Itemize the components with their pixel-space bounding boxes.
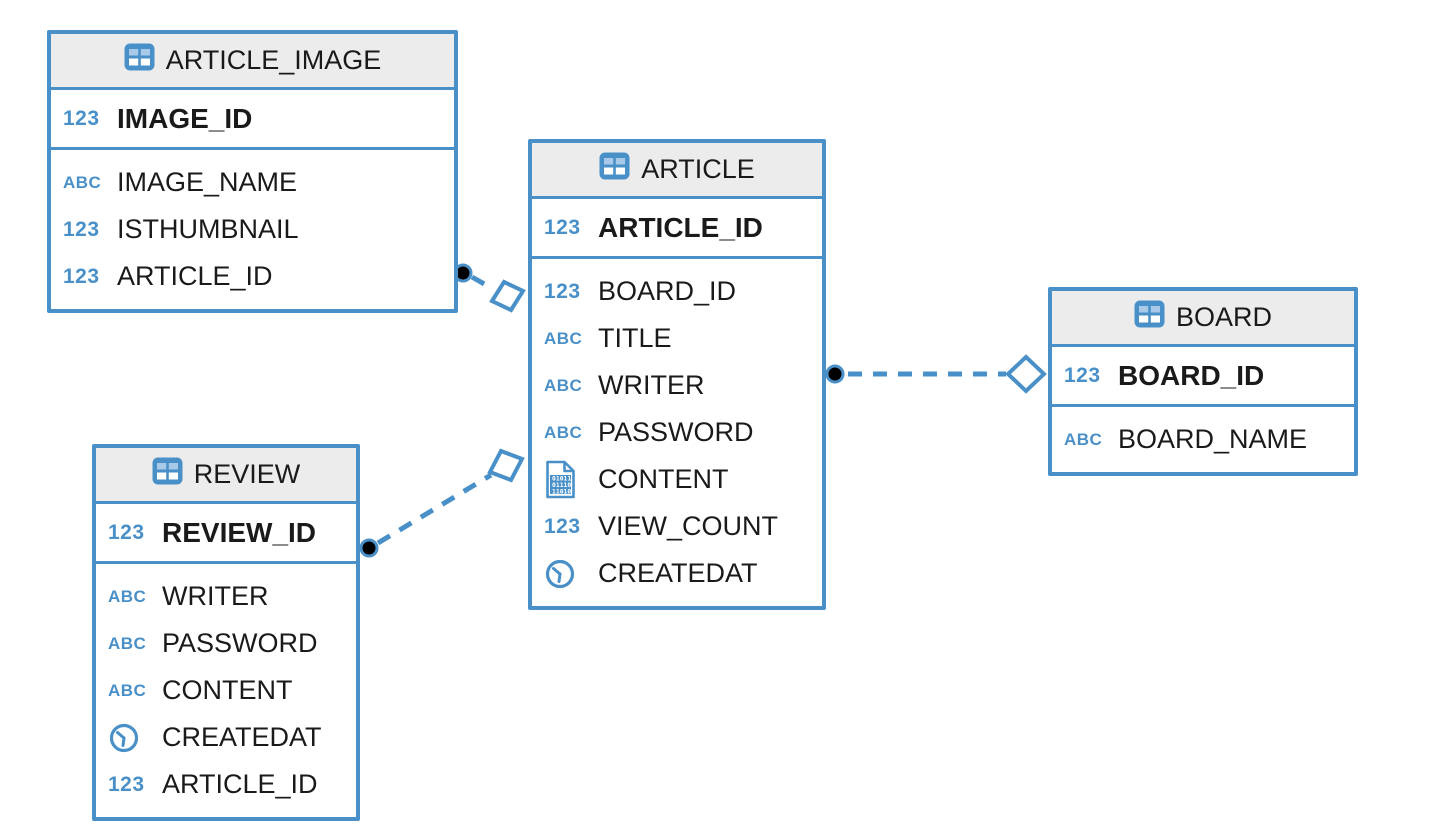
entity-title: REVIEW (193, 459, 301, 489)
column-row[interactable]: 123 ARTICLE_ID (51, 253, 454, 300)
entity-title: ARTICLE_IMAGE (165, 45, 382, 75)
entity-title: ARTICLE (641, 154, 755, 184)
datetime-type-icon (109, 723, 139, 752)
entity-article[interactable]: ARTICLE 123 ARTICLE_ID 123 BOARD_ID ABC … (528, 139, 826, 610)
numeric-type-icon: 123 (1064, 363, 1101, 387)
column-row[interactable]: 123 VIEW_COUNT (532, 503, 822, 550)
column-row[interactable]: 123 BOARD_ID (1052, 347, 1354, 404)
column-name: PASSWORD (598, 417, 754, 447)
primary-key-section: 123 ARTICLE_ID (532, 199, 822, 259)
one-marker-diamond-icon (1005, 354, 1047, 394)
numeric-type-icon: 123 (63, 217, 100, 241)
string-type-icon: ABC (1064, 429, 1103, 449)
svg-text:11010: 11010 (552, 487, 571, 495)
string-type-icon: ABC (544, 422, 583, 442)
column-name: VIEW_COUNT (598, 511, 779, 541)
primary-key-section: 123 REVIEW_ID (96, 504, 356, 564)
relationship-article-board[interactable] (825, 354, 1047, 394)
entity-review[interactable]: REVIEW 123 REVIEW_ID ABC WRITER ABC PASS… (92, 444, 360, 821)
column-name: WRITER (598, 370, 705, 400)
column-name: CONTENT (598, 464, 729, 494)
string-type-icon: ABC (108, 633, 147, 653)
column-row[interactable]: 123 IMAGE_ID (51, 90, 454, 147)
column-name: REVIEW_ID (162, 516, 317, 548)
column-name: BOARD_ID (1118, 359, 1265, 391)
column-row[interactable]: 123 BOARD_ID (532, 268, 822, 315)
column-name: CONTENT (162, 675, 293, 705)
entity-board[interactable]: BOARD 123 BOARD_ID ABC BOARD_NAME (1048, 287, 1358, 476)
column-row[interactable]: CREATEDAT (96, 714, 356, 761)
numeric-type-icon: 123 (108, 520, 145, 544)
column-name: ARTICLE_ID (598, 211, 763, 243)
relationship-article_image-article[interactable] (453, 263, 526, 313)
column-row[interactable]: ABC IMAGE_NAME (51, 159, 454, 206)
column-row[interactable]: ABC PASSWORD (532, 409, 822, 456)
column-row[interactable]: ABC WRITER (532, 362, 822, 409)
column-row[interactable]: ABC BOARD_NAME (1052, 416, 1354, 463)
column-row[interactable]: 123 ARTICLE_ID (532, 199, 822, 256)
column-row[interactable]: ABC TITLE (532, 315, 822, 362)
one-marker-diamond-icon (489, 279, 526, 313)
table-icon (152, 457, 183, 492)
column-name: PASSWORD (162, 628, 318, 658)
column-row[interactable]: 123 ARTICLE_ID (96, 761, 356, 808)
string-type-icon: ABC (108, 680, 147, 700)
numeric-type-icon: 123 (544, 215, 581, 239)
column-name: ARTICLE_ID (162, 769, 318, 799)
svg-text:01011: 01011 (552, 475, 571, 483)
columns-section: ABC BOARD_NAME (1052, 407, 1354, 472)
column-row[interactable]: 01011 01110 11010 CONTENT (532, 456, 822, 503)
datetime-type-icon (545, 559, 575, 588)
numeric-type-icon: 123 (63, 106, 100, 130)
column-name: BOARD_NAME (1118, 424, 1308, 454)
string-type-icon: ABC (63, 172, 102, 192)
one-marker-diamond-icon (487, 448, 525, 483)
column-name: WRITER (162, 581, 269, 611)
many-marker-dot-icon (359, 538, 379, 558)
string-type-icon: ABC (544, 375, 583, 395)
entity-header[interactable]: BOARD (1052, 291, 1354, 347)
column-row[interactable]: ABC WRITER (96, 573, 356, 620)
entity-title: BOARD (1175, 302, 1273, 332)
column-name: IMAGE_NAME (117, 167, 298, 197)
column-name: TITLE (598, 323, 672, 353)
column-name: IMAGE_ID (117, 102, 253, 134)
numeric-type-icon: 123 (63, 264, 100, 288)
table-icon (1134, 300, 1165, 335)
entity-header[interactable]: ARTICLE_IMAGE (51, 34, 454, 90)
table-icon (599, 152, 630, 187)
many-marker-dot-icon (825, 364, 845, 384)
string-type-icon: ABC (544, 328, 583, 348)
column-name: ARTICLE_ID (117, 261, 273, 291)
column-name: BOARD_ID (598, 276, 737, 306)
column-row[interactable]: CREATEDAT (532, 550, 822, 597)
column-row[interactable]: ABC PASSWORD (96, 620, 356, 667)
entity-article-image[interactable]: ARTICLE_IMAGE 123 IMAGE_ID ABC IMAGE_NAM… (47, 30, 458, 313)
primary-key-section: 123 IMAGE_ID (51, 90, 454, 150)
columns-section: ABC IMAGE_NAME 123 ISTHUMBNAIL 123 ARTIC… (51, 150, 454, 309)
column-row[interactable]: ABC CONTENT (96, 667, 356, 714)
table-icon (124, 43, 155, 78)
columns-section: 123 BOARD_ID ABC TITLE ABC WRITER ABC PA… (532, 259, 822, 606)
entity-header[interactable]: ARTICLE (532, 143, 822, 199)
string-type-icon: ABC (108, 586, 147, 606)
entity-header[interactable]: REVIEW (96, 448, 356, 504)
columns-section: ABC WRITER ABC PASSWORD ABC CONTENT CREA… (96, 564, 356, 817)
column-name: ISTHUMBNAIL (117, 214, 299, 244)
column-name: CREATEDAT (162, 722, 322, 752)
svg-text:01110: 01110 (552, 481, 571, 489)
column-row[interactable]: 123 ISTHUMBNAIL (51, 206, 454, 253)
primary-key-section: 123 BOARD_ID (1052, 347, 1354, 407)
numeric-type-icon: 123 (108, 772, 145, 796)
column-name: CREATEDAT (598, 558, 758, 588)
column-row[interactable]: 123 REVIEW_ID (96, 504, 356, 561)
numeric-type-icon: 123 (544, 279, 581, 303)
numeric-type-icon: 123 (544, 514, 581, 538)
binary-type-icon: 01011 01110 11010 (546, 460, 575, 499)
relationship-review-article[interactable] (359, 448, 525, 558)
